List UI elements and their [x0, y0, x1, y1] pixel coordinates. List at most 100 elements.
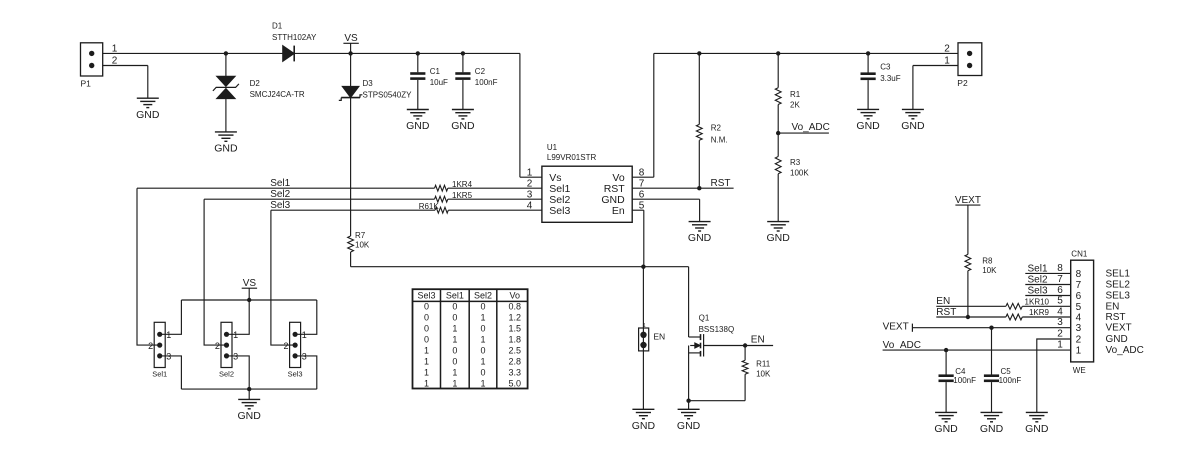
svg-text:0.8: 0.8 [508, 301, 521, 311]
svg-text:EN: EN [751, 334, 765, 345]
svg-text:1: 1 [643, 323, 646, 329]
svg-text:GND: GND [856, 120, 880, 132]
svg-text:6: 6 [639, 190, 645, 201]
svg-text:0: 0 [424, 323, 429, 333]
svg-text:2.8: 2.8 [508, 357, 521, 367]
svg-text:GND: GND [136, 109, 160, 121]
svg-text:L99VR01STR: L99VR01STR [547, 153, 597, 162]
svg-text:100nF: 100nF [999, 376, 1022, 385]
svg-text:Sel3: Sel3 [417, 291, 435, 301]
svg-text:1: 1 [424, 357, 429, 367]
svg-text:P1: P1 [81, 79, 92, 89]
svg-text:Sel3: Sel3 [288, 369, 303, 378]
svg-text:D3: D3 [363, 79, 374, 88]
svg-text:CN1: CN1 [1071, 250, 1088, 259]
svg-text:VS: VS [243, 278, 257, 289]
svg-text:3: 3 [166, 352, 171, 362]
svg-text:N.M.: N.M. [711, 136, 728, 145]
svg-text:Sel2: Sel2 [219, 369, 234, 378]
svg-text:5: 5 [1057, 296, 1063, 307]
svg-text:Q1: Q1 [699, 313, 710, 322]
svg-text:1: 1 [452, 323, 457, 333]
svg-text:1: 1 [480, 335, 485, 345]
svg-text:GND: GND [601, 194, 625, 206]
svg-text:1: 1 [424, 368, 429, 378]
svg-text:0: 0 [452, 346, 457, 356]
svg-text:Vo_ADC: Vo_ADC [883, 340, 921, 351]
svg-text:P2: P2 [957, 78, 968, 88]
svg-text:GND: GND [214, 143, 238, 155]
svg-text:100nF: 100nF [953, 376, 976, 385]
svg-text:R8: R8 [982, 256, 993, 265]
svg-text:0: 0 [480, 323, 485, 333]
svg-text:WE: WE [1073, 366, 1086, 375]
svg-text:100K: 100K [790, 168, 809, 177]
svg-text:0: 0 [452, 357, 457, 367]
svg-text:7: 7 [639, 179, 645, 190]
svg-text:1: 1 [1076, 346, 1082, 357]
svg-text:D1: D1 [272, 22, 283, 31]
svg-text:U1: U1 [547, 143, 558, 152]
svg-text:2: 2 [527, 179, 533, 190]
svg-text:4: 4 [527, 201, 533, 212]
svg-text:3: 3 [302, 352, 307, 362]
svg-text:10K: 10K [982, 266, 997, 275]
svg-text:Sel3: Sel3 [270, 200, 290, 211]
svg-text:3: 3 [1057, 317, 1063, 328]
svg-text:Sel2: Sel2 [549, 194, 570, 206]
svg-text:GND: GND [451, 120, 475, 132]
svg-text:EN: EN [653, 331, 665, 341]
svg-text:6: 6 [1057, 285, 1063, 296]
svg-text:2: 2 [215, 341, 220, 351]
svg-text:Sel1: Sel1 [270, 178, 290, 189]
svg-text:0: 0 [452, 301, 457, 311]
svg-text:1: 1 [424, 379, 429, 389]
svg-text:2K: 2K [790, 101, 800, 110]
svg-text:2: 2 [283, 341, 288, 351]
svg-text:C3: C3 [880, 63, 891, 72]
svg-text:1: 1 [112, 43, 118, 54]
svg-text:1KR4: 1KR4 [452, 180, 473, 189]
svg-text:EN: EN [1106, 301, 1120, 312]
svg-text:SEL3: SEL3 [1106, 291, 1131, 302]
svg-text:VS: VS [344, 33, 358, 44]
svg-text:1: 1 [302, 330, 307, 340]
svg-text:8: 8 [1057, 263, 1063, 274]
svg-text:7: 7 [1076, 280, 1082, 291]
svg-text:10uF: 10uF [430, 78, 448, 87]
svg-text:En: En [612, 205, 625, 217]
svg-text:1: 1 [452, 335, 457, 345]
svg-text:Sel1: Sel1 [446, 291, 464, 301]
svg-text:C2: C2 [475, 67, 486, 76]
svg-text:1: 1 [527, 168, 533, 179]
svg-text:Vo_ADC: Vo_ADC [792, 122, 830, 133]
svg-text:2: 2 [944, 43, 950, 54]
svg-text:4: 4 [1057, 306, 1063, 317]
svg-text:10K: 10K [756, 370, 771, 379]
svg-text:1KR5: 1KR5 [452, 191, 473, 200]
svg-text:C4: C4 [955, 367, 966, 376]
svg-text:GND: GND [406, 120, 430, 132]
svg-text:Sel1: Sel1 [1027, 264, 1047, 275]
svg-text:0: 0 [480, 346, 485, 356]
svg-text:R2: R2 [711, 124, 722, 133]
svg-text:1: 1 [233, 330, 238, 340]
svg-text:GND: GND [238, 410, 262, 422]
svg-text:3.3uF: 3.3uF [880, 74, 901, 83]
svg-text:GND: GND [1025, 423, 1049, 435]
svg-text:1: 1 [480, 312, 485, 322]
svg-text:100nF: 100nF [475, 78, 498, 87]
svg-text:R3: R3 [790, 158, 801, 167]
svg-text:Vo_ADC: Vo_ADC [1106, 345, 1144, 356]
svg-text:1: 1 [452, 379, 457, 389]
svg-text:1: 1 [944, 55, 950, 66]
svg-text:Vo: Vo [612, 172, 624, 184]
svg-text:Sel2: Sel2 [270, 189, 290, 200]
svg-text:Vo: Vo [509, 291, 520, 301]
svg-text:Sel3: Sel3 [549, 205, 570, 217]
svg-text:BSS138Q: BSS138Q [699, 325, 735, 334]
svg-text:R11: R11 [756, 360, 771, 369]
svg-text:6: 6 [1076, 291, 1082, 302]
svg-text:7: 7 [1057, 274, 1063, 285]
svg-text:4: 4 [1076, 313, 1082, 324]
